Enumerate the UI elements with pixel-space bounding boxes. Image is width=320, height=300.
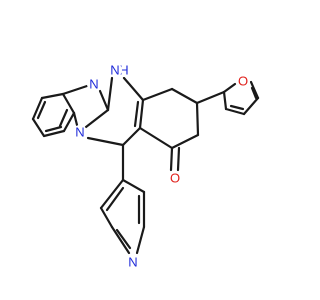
- bond-hex-1: [141, 87, 174, 102]
- bond-fur-link: [195, 90, 226, 105]
- bond-hex-4: [170, 133, 200, 150]
- atom-label-n-pyridine: N: [128, 255, 137, 270]
- atom-n-bridge: N: [73, 125, 87, 140]
- bond-benz-1: [31, 96, 44, 121]
- bond-hex-2: [170, 87, 199, 105]
- atom-label-nh-hydrogen: H: [119, 63, 128, 78]
- bond-layer: [31, 76, 260, 255]
- atom-o-ketone: O: [168, 171, 182, 186]
- atom-label-n-bridge: N: [75, 125, 84, 140]
- bond-py-d3: [115, 228, 132, 250]
- bond-fur-1: [222, 82, 237, 94]
- bond-py-6: [99, 178, 125, 210]
- bond-fur-4: [224, 107, 246, 116]
- atom-o-furan: O: [236, 74, 250, 89]
- bond-pyrim-3: [138, 98, 145, 130]
- bond-benz-2: [40, 92, 65, 100]
- atom-label-o-ketone: O: [170, 171, 180, 186]
- bond-benz-d1: [36, 100, 47, 120]
- bond-pyrim-5: [86, 136, 125, 147]
- bond-imid-2: [98, 89, 110, 112]
- bond-ketone-1: [169, 146, 174, 172]
- atom-label-nh-nitrogen: N: [110, 63, 119, 78]
- bond-py-d2: [105, 186, 125, 212]
- atom-nh-nitrogen: N: [108, 63, 122, 78]
- bond-hex-3: [195, 101, 200, 137]
- atom-n-pyridine: N: [126, 255, 140, 270]
- bond-fur-3: [242, 96, 260, 116]
- molecule-canvas: N H N N O O: [31, 62, 260, 270]
- bond-pyrim-d: [133, 100, 140, 128]
- bond-benz-5: [42, 129, 66, 138]
- bond-benz-d2: [58, 108, 69, 128]
- bond-benz-6: [31, 117, 46, 138]
- bond-imid-4: [72, 111, 79, 127]
- bond-fur-d1: [229, 104, 245, 111]
- bond-benz-3: [61, 92, 76, 115]
- bond-imid-1: [61, 84, 89, 96]
- bond-benz-4: [62, 111, 76, 133]
- bond-pyrim-1: [106, 76, 114, 112]
- atom-n-benzimidazole: N: [87, 77, 101, 92]
- bond-py-5: [99, 206, 114, 229]
- atom-label-n-benzimidazole: N: [89, 77, 98, 92]
- bond-fur-2: [249, 80, 260, 100]
- structure-diagram: N H N N O O: [31, 63, 260, 270]
- bond-fur-d2: [250, 86, 258, 100]
- bond-py-3: [135, 225, 146, 255]
- atom-label-layer: N H N N O O: [73, 63, 250, 270]
- bond-pyrim-4: [121, 126, 142, 147]
- bond-py-4: [110, 225, 131, 255]
- bond-py-1: [121, 178, 146, 194]
- bond-fur-5: [222, 90, 228, 111]
- atom-label-o-furan: O: [238, 74, 248, 89]
- bond-ketone-2: [176, 146, 181, 172]
- bond-pyrim-2: [122, 76, 145, 102]
- bond-hex-5: [138, 126, 174, 150]
- bond-benz-d3: [44, 125, 63, 133]
- bond-imid-3: [84, 108, 110, 129]
